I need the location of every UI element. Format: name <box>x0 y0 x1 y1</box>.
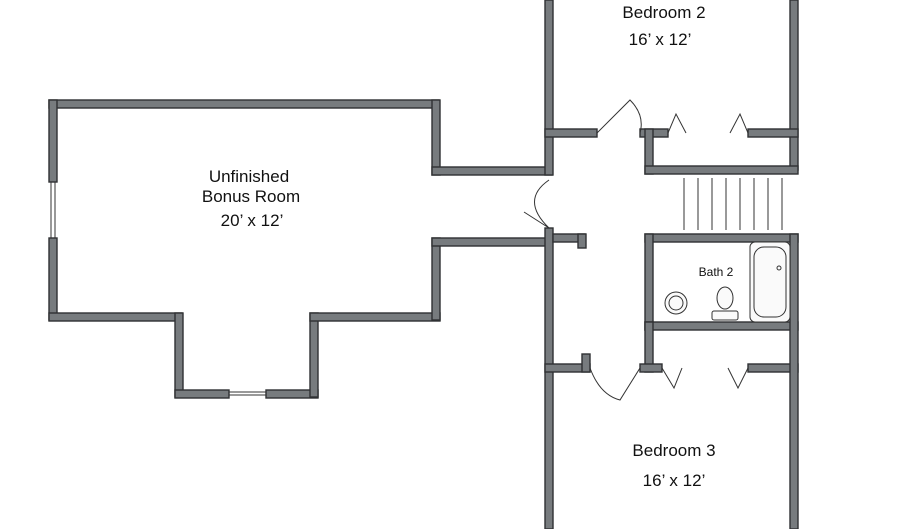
bonus-bottom-window <box>229 391 266 396</box>
toilet-icon <box>716 286 734 310</box>
door-swings <box>523 99 749 401</box>
upper-walls <box>544 0 799 176</box>
bonus-left-window <box>50 182 56 238</box>
staircase <box>683 178 783 230</box>
room-labels: Unfinished Bonus Room 20’ x 12’ Bedroom … <box>202 3 734 490</box>
bonus-room-label-line2: Bonus Room <box>202 187 300 206</box>
bedroom3-size: 16’ x 12’ <box>643 471 706 490</box>
bedroom3-label: Bedroom 3 <box>632 441 715 460</box>
bonus-room-size: 20’ x 12’ <box>221 211 284 230</box>
bath-fixtures <box>664 241 791 323</box>
bonus-room-label-line1: Unfinished <box>209 167 289 186</box>
bonus-room-walls <box>48 99 553 399</box>
bedroom2-label: Bedroom 2 <box>622 3 705 22</box>
bath2-label: Bath 2 <box>699 265 734 279</box>
bedroom2-size: 16’ x 12’ <box>629 30 692 49</box>
